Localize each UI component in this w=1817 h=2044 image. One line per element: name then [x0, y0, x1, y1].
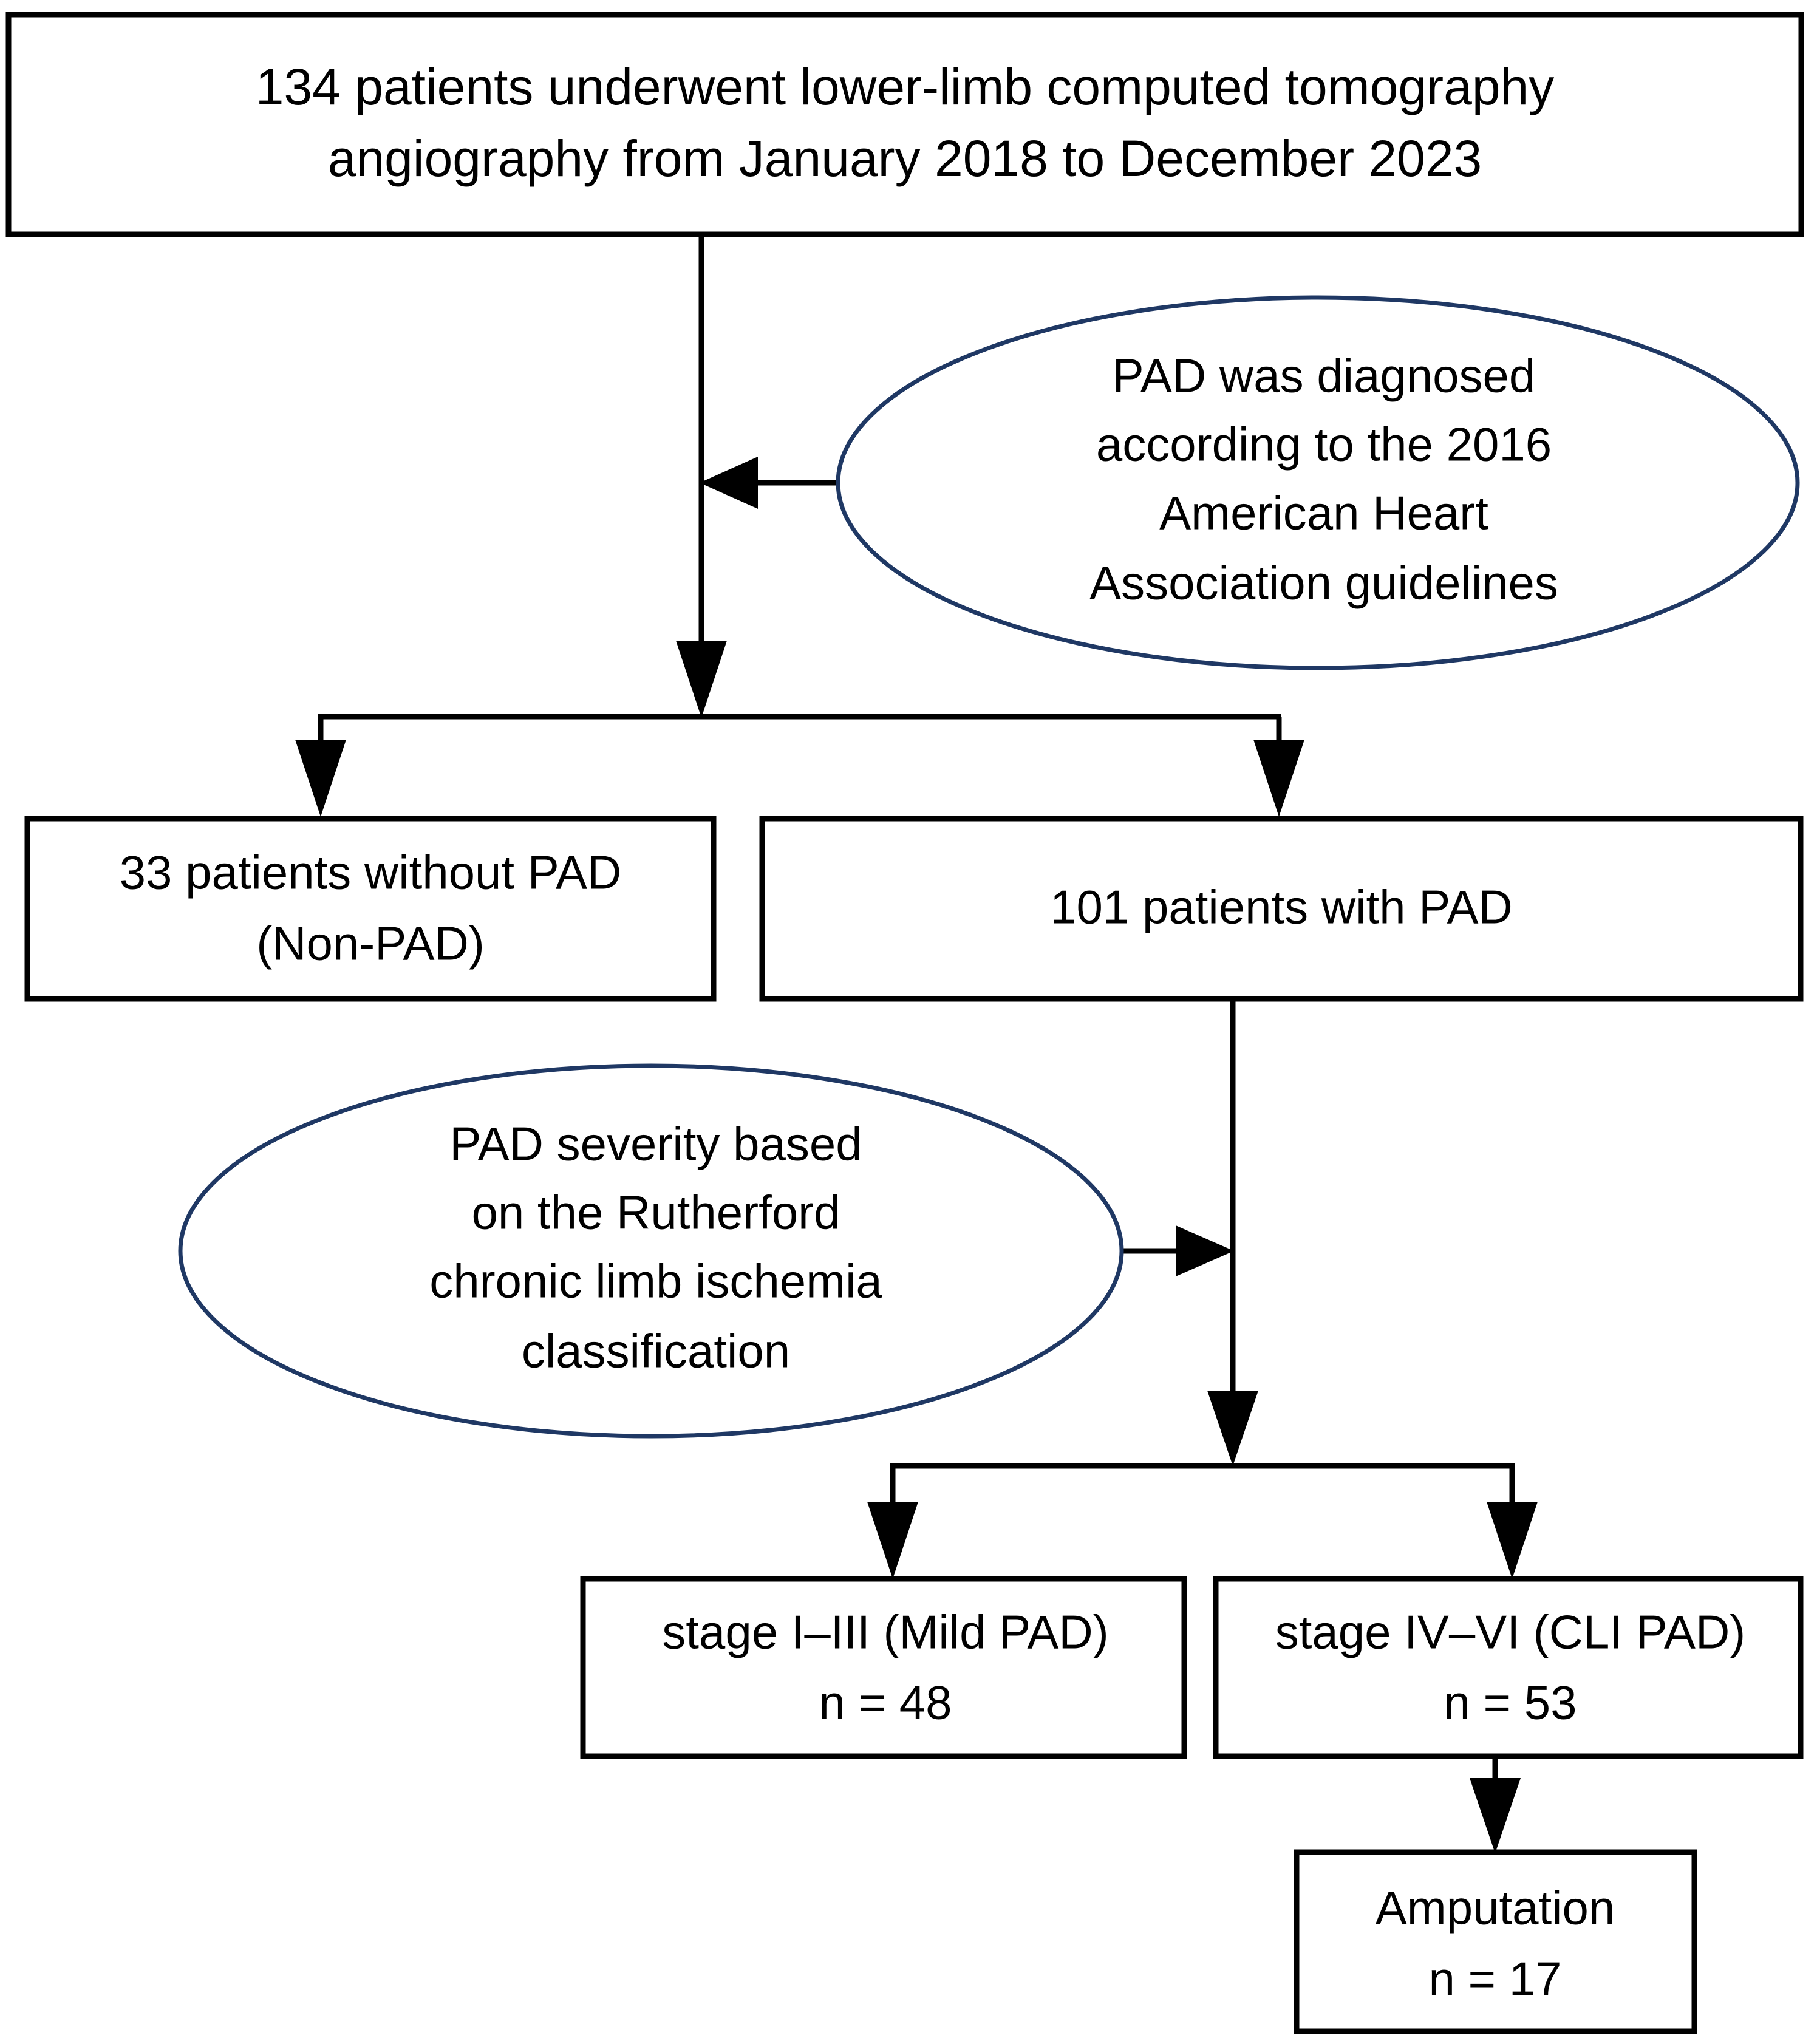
node-non-pad-box	[24, 816, 717, 1002]
node-amputation-box	[1294, 1849, 1697, 2034]
node-cohort-box	[5, 12, 1804, 237]
node-severity-line-2: on the Rutherford	[471, 1186, 840, 1239]
connector-split-bar-bottom	[867, 1463, 1538, 1579]
arrow-head-down-cli-pad	[1487, 1502, 1538, 1579]
arrow-head-down-mild-pad	[867, 1502, 918, 1579]
arrow-head-down-severity	[1207, 1391, 1258, 1466]
node-cli-pad-line-1: stage IV–VI (CLI PAD)	[1275, 1606, 1746, 1659]
node-with-pad-line-1: 101 patients with PAD	[1050, 881, 1513, 934]
node-mild-pad-box	[580, 1576, 1187, 1759]
node-mild-pad-line-1: stage I–III (Mild PAD)	[662, 1606, 1108, 1659]
arrow-head-down-amputation	[1470, 1778, 1521, 1853]
arrow-head-right-severity	[1176, 1225, 1234, 1276]
connector-cli-to-amputation	[1470, 1755, 1521, 1853]
node-pad-criteria-line-4: Association guidelines	[1089, 556, 1558, 610]
node-with-pad-box	[759, 816, 1804, 1002]
node-non-pad-line-1: 33 patients without PAD	[120, 846, 622, 899]
node-severity-line-3: chronic limb ischemia	[429, 1255, 882, 1308]
connector-severity-to-stem	[1120, 1225, 1234, 1276]
node-non-pad-line-2: (Non-PAD)	[256, 917, 485, 970]
arrow-head-down-non-pad	[295, 740, 346, 817]
node-pad-criteria-ellipse	[836, 295, 1800, 670]
node-severity-line-1: PAD severity based	[449, 1117, 862, 1171]
node-mild-pad-line-2: n = 48	[819, 1676, 952, 1729]
connector-split-bar-top	[295, 714, 1304, 817]
node-cli-pad-line-2: n = 53	[1444, 1676, 1577, 1729]
arrow-head-down-with-pad	[1253, 740, 1304, 817]
node-cohort-line-2: angiography from January 2018 to Decembe…	[328, 130, 1482, 187]
node-amputation-line-1: Amputation	[1376, 1881, 1615, 1935]
node-cohort-line-1: 134 patients underwent lower-limb comput…	[256, 58, 1555, 115]
arrow-head-down-cohort	[676, 641, 727, 718]
connector-with-pad-to-split	[1207, 999, 1258, 1466]
node-pad-criteria-line-2: according to the 2016	[1096, 418, 1552, 471]
node-cli-pad-box	[1213, 1576, 1804, 1759]
arrow-head-left-pad-criteria	[700, 457, 758, 509]
connector-cohort-to-split	[676, 236, 727, 718]
node-pad-criteria-line-1: PAD was diagnosed	[1113, 349, 1536, 403]
connector-pad-criteria-to-stem	[700, 457, 838, 509]
node-pad-criteria-line-3: American Heart	[1159, 486, 1488, 540]
node-severity-criteria-ellipse	[178, 1063, 1124, 1439]
node-amputation-line-2: n = 17	[1428, 1952, 1561, 2006]
node-severity-line-4: classification	[522, 1324, 790, 1378]
